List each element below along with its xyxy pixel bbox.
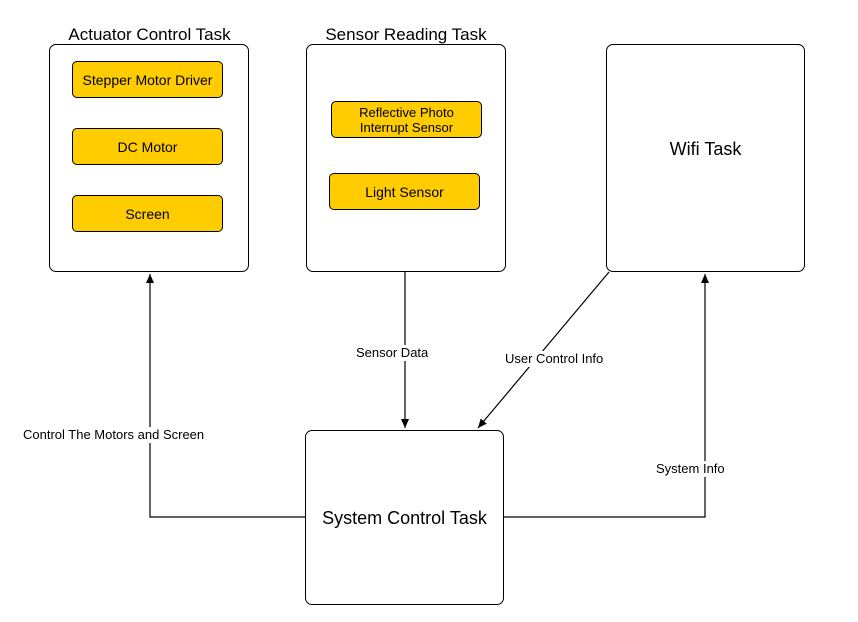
- wifi-task-title: Wifi Task: [669, 138, 742, 159]
- sensor-task-box: [306, 44, 506, 272]
- edge-label-sensor-data: Sensor Data: [356, 345, 429, 361]
- arrow-system-to-actuator: [146, 274, 306, 518]
- screen-block: Screen: [72, 195, 223, 232]
- stepper-motor-driver-block: Stepper Motor Driver: [72, 61, 223, 98]
- system-task-title: System Control Task: [322, 507, 487, 528]
- edge-label-user-control-info: User Control Info: [505, 351, 604, 367]
- reflective-photo-interrupt-sensor-block: Reflective Photo Interrupt Sensor: [331, 101, 482, 138]
- edge-label-control-motors-screen: Control The Motors and Screen: [23, 427, 205, 443]
- dc-motor-block: DC Motor: [72, 128, 223, 165]
- arrow-system-to-wifi: [503, 274, 709, 518]
- edge-label-system-info: System Info: [656, 461, 725, 477]
- system-task-box: [305, 430, 504, 605]
- actuator-task-title: Actuator Control Task: [68, 25, 231, 44]
- arrow-wifi-to-system: [477, 271, 610, 429]
- sensor-task-title: Sensor Reading Task: [325, 25, 487, 44]
- wifi-task-box: [606, 44, 805, 272]
- light-sensor-block: Light Sensor: [329, 173, 480, 210]
